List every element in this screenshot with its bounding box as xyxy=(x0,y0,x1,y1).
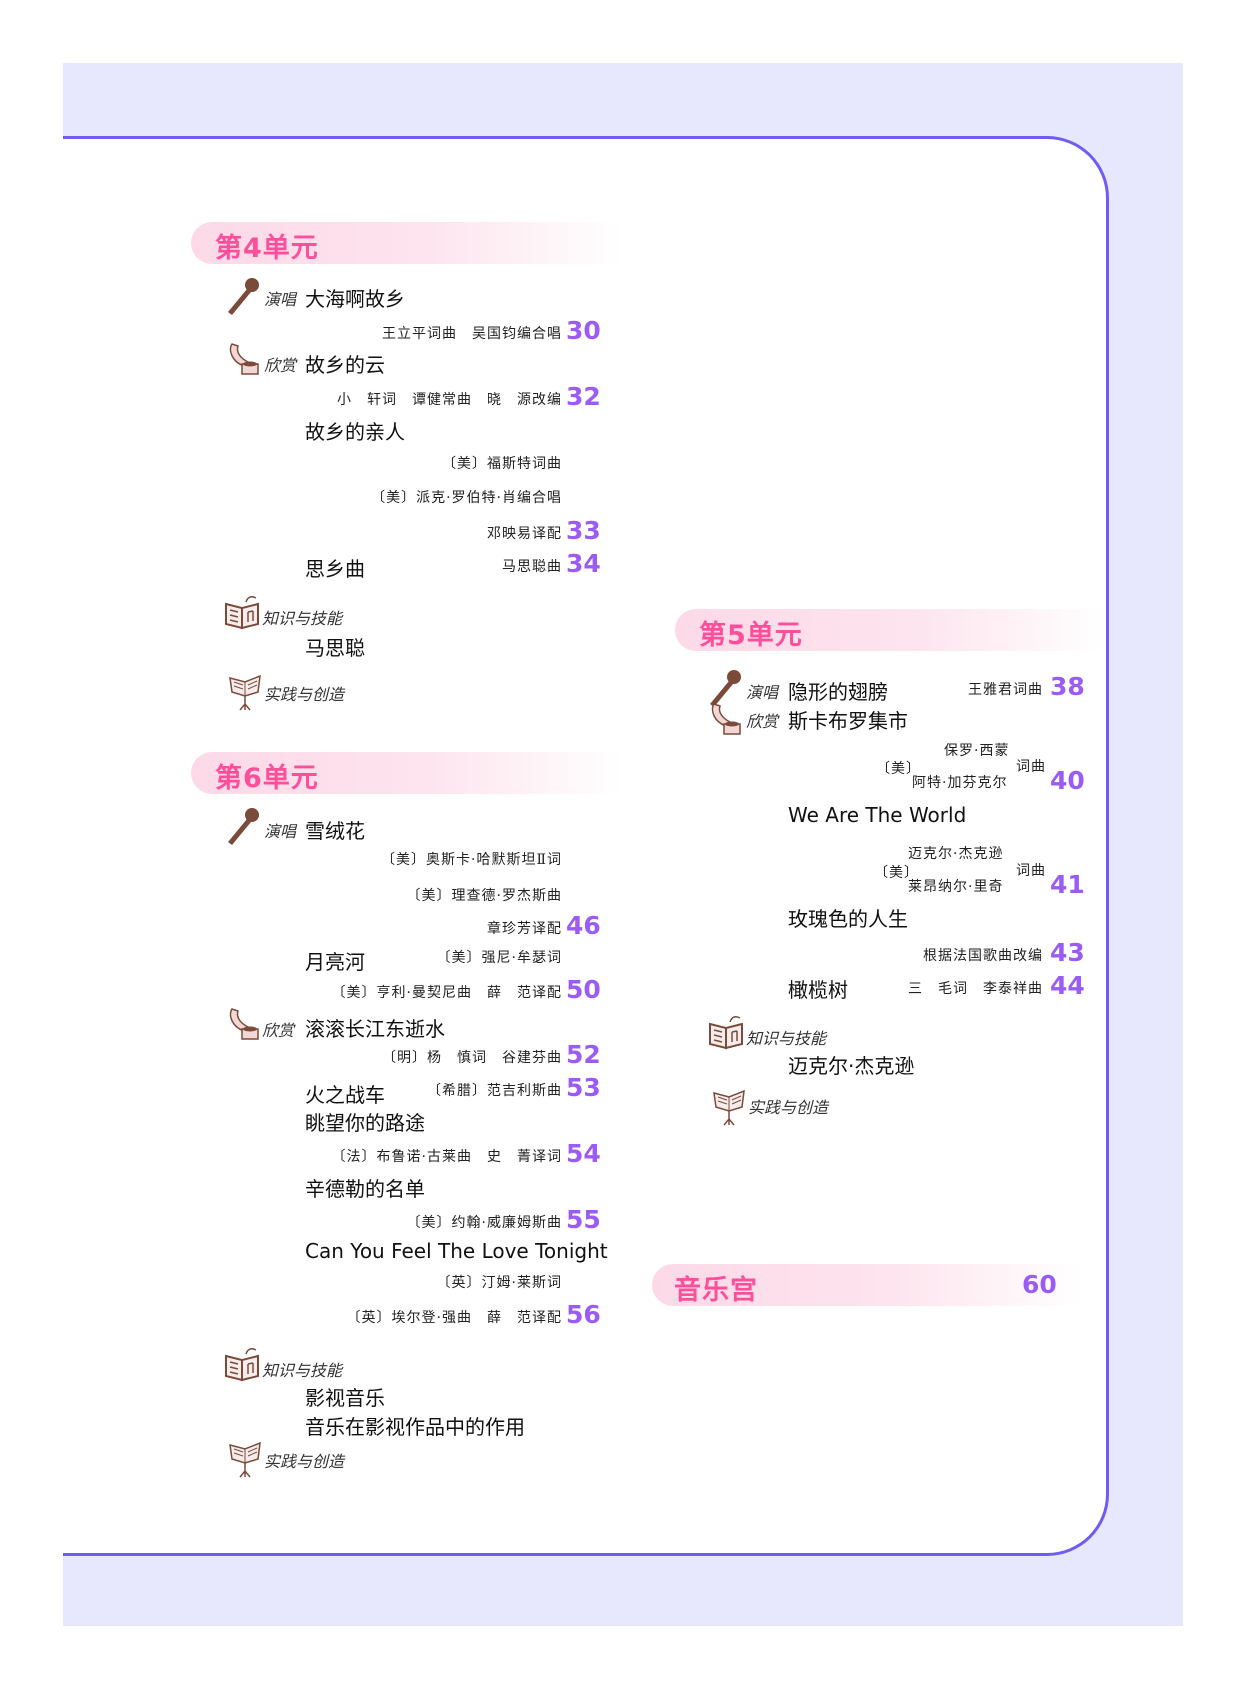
credit: 小 轩词 谭健常曲 晓 源改编 xyxy=(337,392,562,408)
category-label: 演唱 xyxy=(264,822,297,841)
gramophone-icon xyxy=(711,703,741,735)
category-label: 演唱 xyxy=(264,290,297,309)
music-stand-icon xyxy=(713,1090,745,1126)
credit-country: 〔美〕 xyxy=(876,761,921,777)
song-title[interactable]: 音乐在影视作品中的作用 xyxy=(305,1415,525,1439)
song-title[interactable]: Can You Feel The Love Tonight xyxy=(305,1239,608,1263)
category-label: 实践与创造 xyxy=(748,1098,829,1117)
credit: 章珍芳译配 xyxy=(487,921,562,937)
song-title[interactable]: 辛德勒的名单 xyxy=(305,1177,425,1201)
song-title[interactable]: 迈克尔·杰克逊 xyxy=(788,1054,915,1078)
music-palace-header[interactable]: 音乐宫 60 xyxy=(652,1264,1082,1306)
gramophone-icon xyxy=(229,1008,259,1040)
song-title[interactable]: 马思聪 xyxy=(305,636,365,660)
microphone-icon xyxy=(228,808,259,845)
credit: 〔英〕埃尔登·强曲 薛 范译配 xyxy=(346,1310,562,1326)
page-number[interactable]: 54 xyxy=(566,1139,601,1168)
book-icon xyxy=(225,1347,259,1381)
category-label: 实践与创造 xyxy=(264,1452,345,1471)
credit: 王雅君词曲 xyxy=(968,682,1043,698)
song-title[interactable]: 隐形的翅膀 xyxy=(788,680,888,704)
unit-6-header[interactable]: 第6单元 xyxy=(191,752,621,794)
credit: 〔美〕派克·罗伯特·肖编合唱 xyxy=(371,490,562,506)
credit: 马思聪曲 xyxy=(502,559,562,575)
credit: 保罗·西蒙 xyxy=(944,743,1010,759)
song-title[interactable]: 故乡的亲人 xyxy=(305,420,405,444)
credit: 〔美〕福斯特词曲 xyxy=(442,456,562,472)
page-number[interactable]: 34 xyxy=(566,549,601,578)
page-number[interactable]: 60 xyxy=(1022,1270,1057,1299)
credit: 〔明〕杨 慎词 谷建芬曲 xyxy=(382,1050,562,1066)
credit: 邓映易译配 xyxy=(487,526,562,542)
page-number[interactable]: 38 xyxy=(1050,672,1085,701)
page-number[interactable]: 55 xyxy=(566,1205,601,1234)
page-number[interactable]: 46 xyxy=(566,911,601,940)
unit-5-header[interactable]: 第5单元 xyxy=(675,609,1105,651)
category-label: 知识与技能 xyxy=(262,1361,343,1380)
credit: 莱昂纳尔·里奇 xyxy=(908,879,1004,895)
page-number[interactable]: 50 xyxy=(566,975,601,1004)
song-title[interactable]: We Are The World xyxy=(788,803,967,827)
song-title[interactable]: 思乡曲 xyxy=(305,557,365,581)
music-palace-title: 音乐宫 xyxy=(674,1275,758,1306)
credit: 迈克尔·杰克逊 xyxy=(908,846,1004,862)
music-stand-icon xyxy=(229,675,261,711)
gramophone-icon xyxy=(229,343,259,375)
credit: 〔美〕亨利·曼契尼曲 薛 范译配 xyxy=(331,985,562,1001)
category-label: 知识与技能 xyxy=(746,1029,827,1048)
song-title[interactable]: 斯卡布罗集市 xyxy=(788,709,908,733)
page-number[interactable]: 30 xyxy=(566,316,601,345)
page-number[interactable]: 44 xyxy=(1050,971,1085,1000)
page-number[interactable]: 33 xyxy=(566,516,601,545)
category-label: 知识与技能 xyxy=(262,609,343,628)
credit-country: 〔美〕 xyxy=(874,865,919,881)
credit: 〔美〕理查德·罗杰斯曲 xyxy=(406,888,562,904)
category-label: 欣赏 xyxy=(264,356,297,375)
song-title[interactable]: 大海啊故乡 xyxy=(305,287,405,311)
credit: 根据法国歌曲改编 xyxy=(923,948,1043,964)
credit: 〔希腊〕范吉利斯曲 xyxy=(427,1083,562,1099)
song-title[interactable]: 滚滚长江东逝水 xyxy=(305,1017,445,1041)
song-title[interactable]: 火之战车 xyxy=(305,1083,385,1107)
category-label: 欣赏 xyxy=(262,1021,295,1040)
unit-title: 第6单元 xyxy=(215,763,319,794)
song-title[interactable]: 眺望你的路途 xyxy=(305,1111,425,1135)
credit: 阿特·加芬克尔 xyxy=(912,775,1008,791)
music-stand-icon xyxy=(229,1442,261,1478)
page-number[interactable]: 56 xyxy=(566,1300,601,1329)
credit-role: 词曲 xyxy=(1016,863,1046,879)
song-title[interactable]: 月亮河 xyxy=(305,950,365,974)
credit-role: 词曲 xyxy=(1016,759,1046,775)
unit-title: 第5单元 xyxy=(699,620,803,651)
page-number[interactable]: 41 xyxy=(1050,870,1085,899)
category-label: 演唱 xyxy=(746,683,779,702)
page-number[interactable]: 32 xyxy=(566,382,601,411)
page-number[interactable]: 43 xyxy=(1050,938,1085,967)
credit: 三 毛词 李泰祥曲 xyxy=(908,981,1043,997)
song-title[interactable]: 影视音乐 xyxy=(305,1386,385,1410)
microphone-icon xyxy=(228,278,259,315)
credit: 〔美〕约翰·威廉姆斯曲 xyxy=(406,1215,562,1231)
song-title[interactable]: 橄榄树 xyxy=(788,978,848,1002)
credit: 王立平词曲 吴国钧编合唱 xyxy=(382,326,562,342)
song-title[interactable]: 故乡的云 xyxy=(305,353,385,377)
page-number[interactable]: 53 xyxy=(566,1073,601,1102)
content-frame xyxy=(63,136,1109,1556)
category-label: 实践与创造 xyxy=(264,685,345,704)
book-icon xyxy=(709,1015,743,1049)
credit: 〔法〕布鲁诺·古莱曲 史 菁译词 xyxy=(331,1149,562,1165)
book-icon xyxy=(225,595,259,629)
unit-4-header[interactable]: 第4单元 xyxy=(191,222,621,264)
credit: 〔美〕强尼·牟瑟词 xyxy=(436,950,562,966)
credit: 〔美〕奥斯卡·哈默斯坦Ⅱ词 xyxy=(381,852,562,868)
credit: 〔英〕汀姆·莱斯词 xyxy=(436,1275,562,1291)
song-title[interactable]: 雪绒花 xyxy=(305,819,365,843)
page-number[interactable]: 52 xyxy=(566,1040,601,1069)
song-title[interactable]: 玫瑰色的人生 xyxy=(788,907,908,931)
page-number[interactable]: 40 xyxy=(1050,766,1085,795)
unit-title: 第4单元 xyxy=(215,233,319,264)
category-label: 欣赏 xyxy=(746,712,779,731)
